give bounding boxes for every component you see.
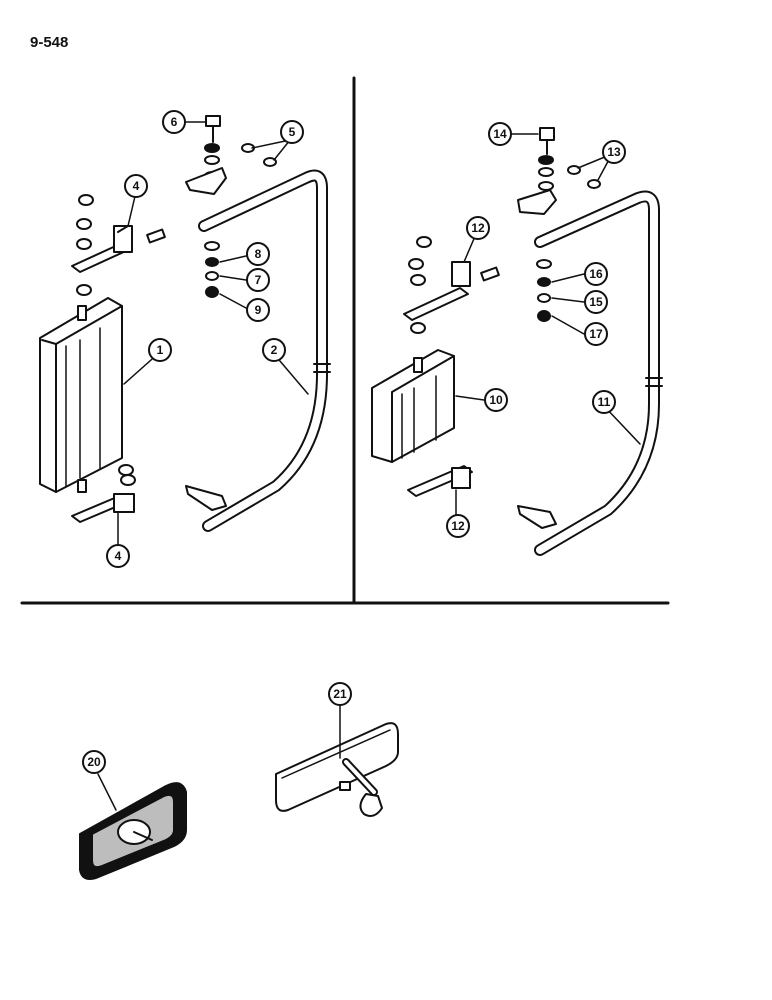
callout-label: 13: [607, 145, 621, 159]
lower-mount-bracket-right: [407, 465, 473, 497]
callout-label: 20: [87, 755, 101, 769]
left-mirror-assembly: [39, 115, 331, 532]
callout-label: 11: [598, 395, 611, 409]
callout-7: 7: [246, 268, 270, 292]
callout-16: 16: [584, 262, 608, 286]
callout-1: 1: [148, 338, 172, 362]
callout-5: 5: [280, 120, 304, 144]
callout-8: 8: [246, 242, 270, 266]
callout-12: 12: [446, 514, 470, 538]
upper-mount-bracket-right: [403, 236, 500, 334]
callout-11: 11: [592, 390, 616, 414]
callout-9: 9: [246, 298, 270, 322]
callout-4: 4: [106, 544, 130, 568]
callout-label: 17: [589, 327, 603, 341]
callout-label: 12: [471, 221, 485, 235]
lower-mount-bracket: [71, 464, 136, 523]
upper-mount-bracket: [71, 194, 166, 296]
callout-14: 14: [488, 122, 512, 146]
callout-label: 9: [255, 303, 262, 317]
callout-label: 10: [489, 393, 503, 407]
mirror-support-arm-right: [517, 189, 663, 556]
callout-label: 4: [133, 179, 140, 193]
rectangular-mirror-20: [79, 782, 187, 880]
page-number: 9-548: [30, 34, 69, 51]
callout-label: 4: [115, 549, 122, 563]
bolt-and-washer-stack-right: [536, 127, 601, 322]
mirror-head-short: [371, 349, 455, 463]
callout-21: 21: [328, 682, 352, 706]
callout-2: 2: [262, 338, 286, 362]
callout-10: 10: [484, 388, 508, 412]
callout-6: 6: [162, 110, 186, 134]
callout-label: 1: [157, 343, 164, 357]
callout-label: 8: [255, 247, 262, 261]
mirror-head-tall: [39, 297, 123, 493]
callout-label: 21: [333, 687, 347, 701]
callout-label: 12: [451, 519, 465, 533]
callout-label: 6: [171, 115, 178, 129]
leader-lines: [97, 121, 641, 811]
callout-label: 2: [271, 343, 278, 357]
callout-label: 7: [255, 273, 262, 287]
right-mirror-assembly: [371, 127, 663, 556]
callout-label: 16: [589, 267, 603, 281]
callout-label: 15: [589, 295, 603, 309]
callouts: 1 2 4 4 5 6 7 8 9 10 11 12 12 13 14 15 1…: [82, 110, 626, 774]
callout-4: 4: [124, 174, 148, 198]
callout-label: 5: [289, 125, 296, 139]
callout-15: 15: [584, 290, 608, 314]
callout-17: 17: [584, 322, 608, 346]
bolt-and-washer-stack: [204, 115, 277, 298]
callout-label: 14: [493, 127, 507, 141]
callout-20: 20: [82, 750, 106, 774]
callout-13: 13: [602, 140, 626, 164]
mirror-support-arm: [185, 167, 331, 532]
callout-12: 12: [466, 216, 490, 240]
interior-mirror-21: [275, 722, 399, 817]
